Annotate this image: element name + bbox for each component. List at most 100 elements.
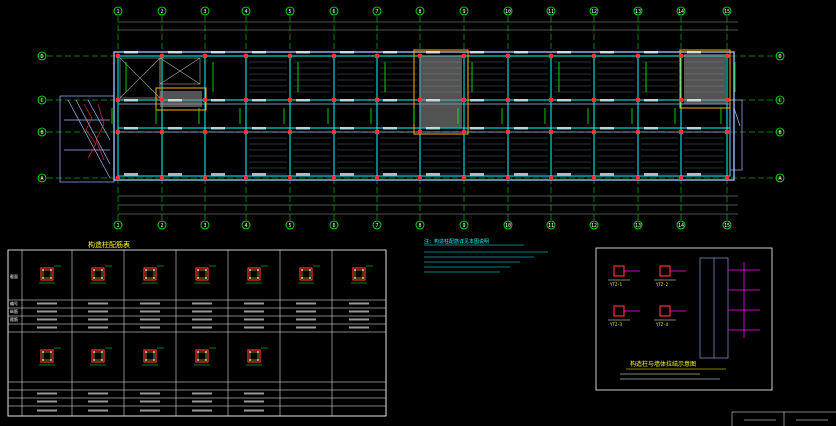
structural-column	[244, 54, 248, 58]
structural-column	[160, 98, 164, 102]
row-header: 箍筋	[10, 316, 18, 322]
structural-column	[725, 176, 729, 180]
column-section	[194, 347, 216, 366]
structural-column	[244, 176, 248, 180]
axis-bubble-bottom: 3	[200, 220, 210, 230]
beam-label-mark	[296, 99, 310, 102]
structural-column	[549, 98, 553, 102]
structural-column	[462, 176, 466, 180]
structural-column	[506, 176, 510, 180]
row-header: 纵筋	[10, 308, 18, 314]
axis-label: 12	[591, 9, 597, 15]
axis-bubble-top: 15	[722, 6, 732, 16]
beam-label-mark	[644, 99, 658, 102]
detail-column-section: YTZ-1	[608, 265, 640, 287]
column-section	[39, 265, 61, 284]
structural-column	[203, 98, 207, 102]
structural-column	[679, 176, 683, 180]
structural-column	[418, 176, 422, 180]
beam-label-mark	[296, 51, 310, 54]
beam-label-mark	[340, 173, 354, 176]
structural-column	[203, 176, 207, 180]
axis-bubble-side: C	[775, 95, 785, 105]
axis-bubble-top: 13	[633, 6, 643, 16]
structural-column	[506, 130, 510, 134]
structural-column	[549, 54, 553, 58]
structural-column	[160, 176, 164, 180]
detail-label: YTZ-2	[656, 282, 669, 287]
structural-column	[636, 98, 640, 102]
axis-label: 10	[505, 223, 511, 229]
axis-bubble-top: 10	[503, 6, 513, 16]
beam-label-mark	[296, 127, 310, 130]
structural-column	[506, 98, 510, 102]
axis-bubble-top: 3	[200, 6, 210, 16]
structural-column	[288, 98, 292, 102]
axis-bubble-side: D	[37, 51, 47, 61]
beam-label-mark	[644, 127, 658, 130]
structural-column	[549, 130, 553, 134]
axis-label: 14	[678, 223, 684, 229]
structural-column	[592, 98, 596, 102]
structural-column	[375, 176, 379, 180]
beam-label-mark	[470, 173, 484, 176]
beam-label-mark	[211, 51, 225, 54]
beam-label-mark	[600, 51, 614, 54]
structural-column	[332, 176, 336, 180]
axis-bubble-top: 1	[113, 6, 123, 16]
axis-bubble-top: 6	[329, 6, 339, 16]
structural-column	[462, 54, 466, 58]
structural-column	[725, 130, 729, 134]
axis-label: 11	[548, 9, 554, 15]
column-section	[39, 347, 61, 366]
axis-bubble-bottom: 14	[676, 220, 686, 230]
axis-bubble-top: 7	[372, 6, 382, 16]
structural-column	[679, 130, 683, 134]
beam-label-mark	[514, 127, 528, 130]
row-header: 截面	[10, 273, 18, 279]
axis-label: D	[778, 54, 781, 60]
structural-column	[679, 98, 683, 102]
beam-label-mark	[340, 127, 354, 130]
axis-label: B	[778, 130, 781, 136]
axis-label: A	[40, 176, 43, 182]
note-block: 注：构造柱配筋详见本图说明	[424, 238, 548, 273]
beam-label-mark	[296, 173, 310, 176]
beam-label-mark	[557, 173, 571, 176]
axis-bubble-bottom: 2	[157, 220, 167, 230]
top-axis-bubbles: 1122334455667788991010111112121313141415…	[113, 6, 732, 230]
axis-label: 5	[288, 223, 291, 229]
beam-label-mark	[383, 99, 397, 102]
axis-bubble-bottom: 12	[589, 220, 599, 230]
beam-label-mark	[644, 51, 658, 54]
structural-column	[679, 54, 683, 58]
column-section	[246, 265, 268, 284]
note-title: 注：构造柱配筋详见本图说明	[424, 238, 489, 245]
column-section	[194, 265, 216, 284]
structural-column	[592, 54, 596, 58]
beam-label-mark	[687, 127, 701, 130]
axis-label: 6	[332, 9, 335, 15]
axis-bubble-bottom: 8	[415, 220, 425, 230]
axis-label: 3	[203, 223, 206, 229]
detail-label: YTZ-1	[610, 282, 623, 287]
axis-label: 7	[375, 9, 378, 15]
axis-bubble-side: A	[775, 173, 785, 183]
beam-label-mark	[211, 173, 225, 176]
axis-bubble-bottom: 5	[285, 220, 295, 230]
axis-label: 4	[244, 223, 247, 229]
beam-label-mark	[124, 173, 138, 176]
beam-label-mark	[470, 127, 484, 130]
beam-label-mark	[644, 173, 658, 176]
axis-label: 1	[116, 223, 119, 229]
beam-label-mark	[557, 99, 571, 102]
detail-title: 构造柱与墙体拉结示意图	[630, 360, 696, 368]
axis-bubble-top: 11	[546, 6, 556, 16]
column-section	[90, 347, 112, 366]
axis-bubble-bottom: 11	[546, 220, 556, 230]
structural-column	[116, 176, 120, 180]
beam-label-mark	[470, 51, 484, 54]
beam-label-mark	[426, 51, 440, 54]
beam-label-mark	[557, 127, 571, 130]
